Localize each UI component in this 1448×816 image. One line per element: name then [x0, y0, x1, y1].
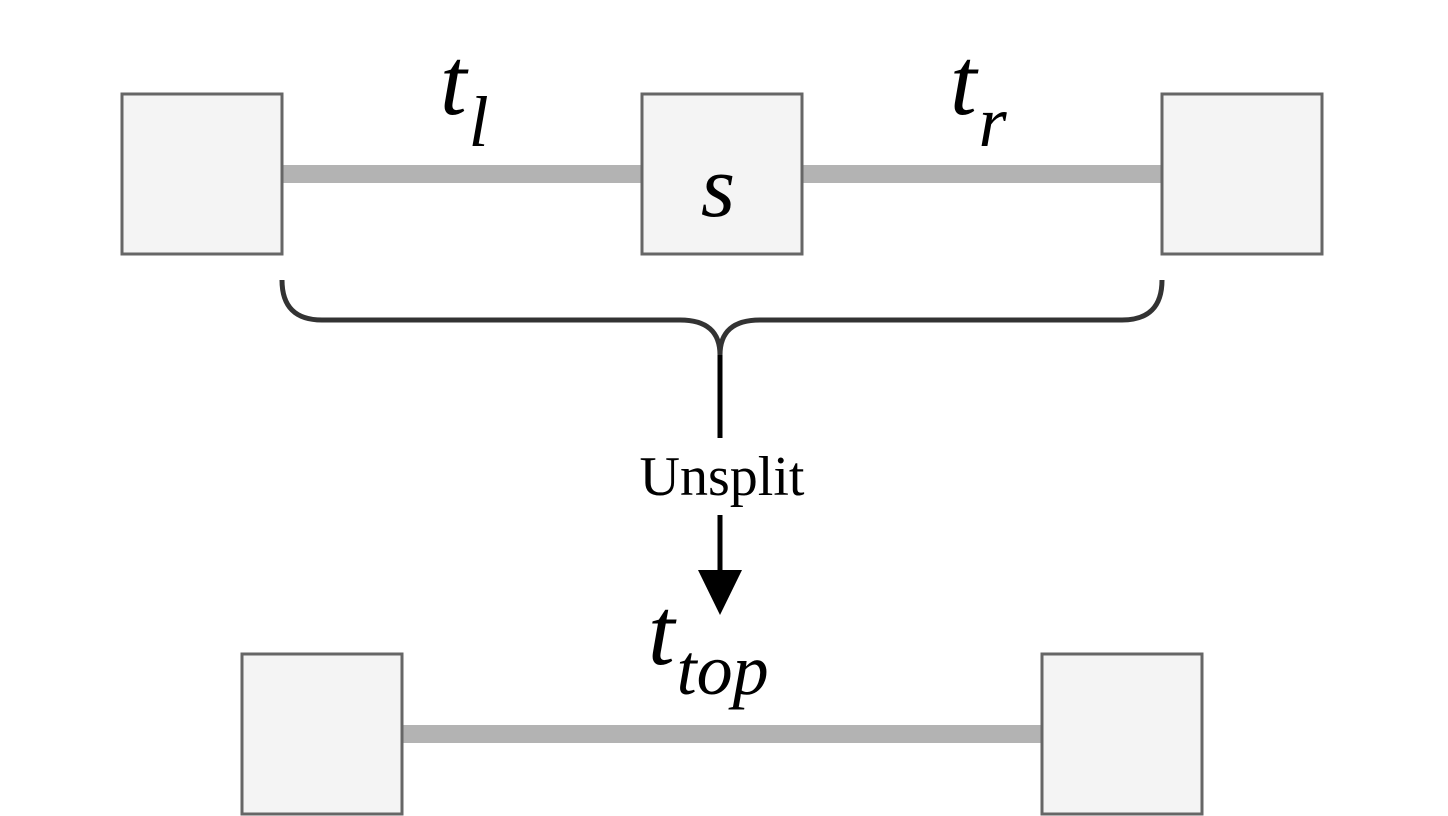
split-node-label: s — [701, 139, 735, 236]
bottom-right-node — [1040, 652, 1204, 816]
edge-label-t-r-base: t — [950, 28, 979, 135]
bottom-left-node — [240, 652, 404, 816]
edge-label-t-r: tr — [950, 28, 1008, 162]
edge-label-t-top-sub: top — [677, 630, 769, 710]
edge-label-t-l: tl — [440, 28, 489, 162]
edge-label-t-l-sub: l — [469, 82, 489, 162]
top-right-node — [1160, 92, 1324, 256]
edge-label-t-l-base: t — [440, 28, 469, 135]
edge-label-t-top: ttop — [648, 578, 769, 710]
merge-brace — [279, 279, 1165, 356]
edge-label-t-top-base: t — [648, 578, 677, 685]
edge-label-t-r-sub: r — [979, 82, 1008, 162]
operation-label: Unsplit — [640, 446, 805, 508]
top-left-node — [120, 92, 284, 256]
arrow-head — [698, 570, 742, 615]
split-node-s — [640, 92, 804, 256]
